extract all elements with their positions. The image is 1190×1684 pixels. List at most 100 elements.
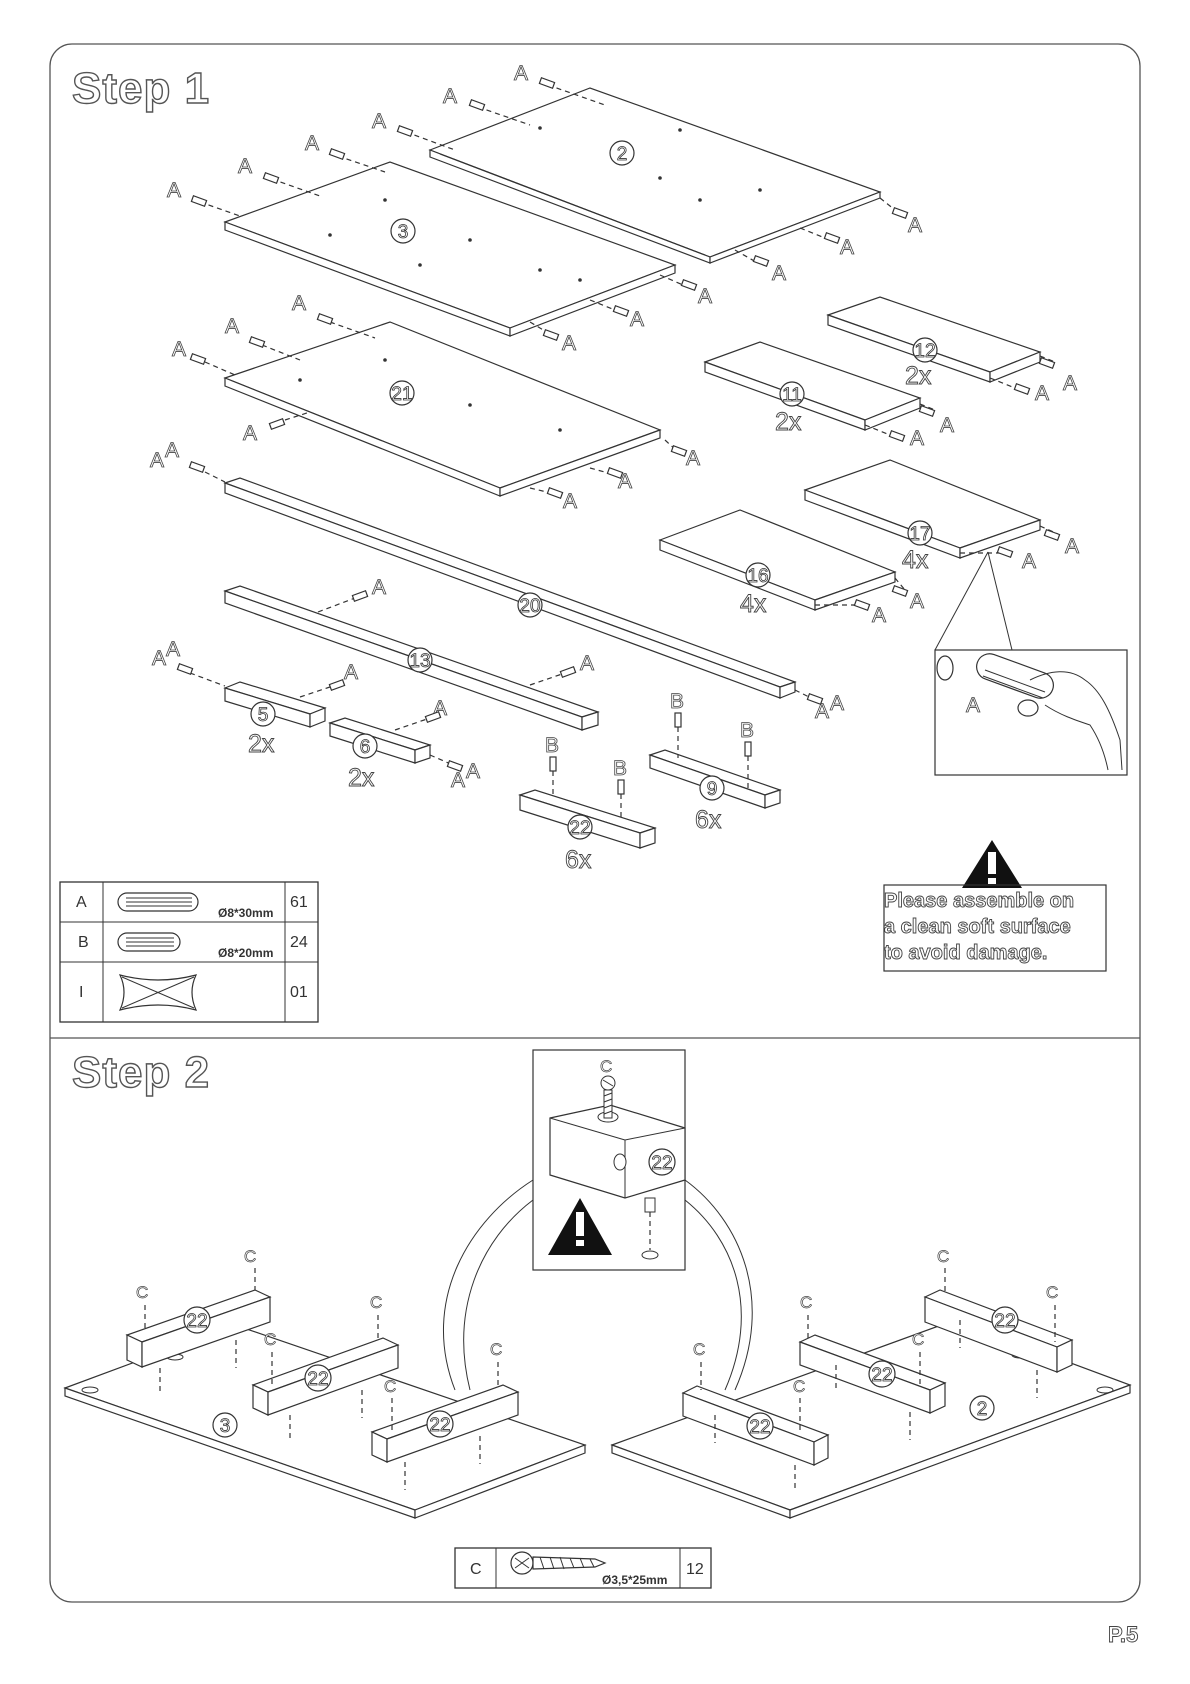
svg-text:A: A [1022, 550, 1036, 573]
svg-text:A: A [443, 85, 457, 108]
svg-text:A: A [166, 638, 180, 661]
page-frame [49, 43, 1141, 1603]
board-right: 2 [610, 1319, 1132, 1519]
part-number: 13 [409, 651, 430, 672]
svg-text:A: A [772, 262, 786, 285]
svg-text:C: C [1046, 1283, 1058, 1302]
warning-line: Please assemble on [884, 890, 1075, 913]
dowels [176, 77, 1061, 772]
part-number: 2 [617, 144, 628, 165]
svg-text:C: C [912, 1330, 924, 1349]
svg-text:A: A [563, 490, 577, 513]
step2-title: Step 2 [71, 1047, 211, 1097]
svg-text:C: C [264, 1330, 276, 1349]
part-qty: 6x [695, 806, 722, 834]
part-number: 9 [707, 779, 718, 800]
svg-text:C: C [937, 1247, 949, 1266]
svg-text:C: C [800, 1293, 812, 1312]
svg-text:A: A [292, 292, 306, 315]
block-5: 5 2x [223, 681, 327, 758]
part-qty: 2x [775, 408, 802, 436]
piece-16: 16 4x [658, 509, 897, 618]
svg-text:A: A [1035, 382, 1049, 405]
part-number: 22 [569, 818, 590, 839]
svg-text:61: 61 [290, 894, 308, 911]
svg-text:A: A [580, 652, 594, 675]
part-qty: 4x [740, 590, 767, 618]
part-qty: 2x [248, 730, 275, 758]
svg-text:A: A [466, 760, 480, 783]
rail-13: 13 [223, 585, 600, 731]
svg-text:22: 22 [871, 1365, 892, 1386]
svg-text:A: A [562, 332, 576, 355]
warning-line: to avoid damage. [884, 942, 1048, 965]
part-number: 3 [398, 222, 409, 243]
part-qty: 6x [565, 846, 592, 874]
svg-text:A: A [243, 422, 257, 445]
part-qty: 2x [348, 764, 375, 792]
svg-text:A: A [451, 769, 465, 792]
svg-text:A: A [1063, 372, 1077, 395]
warning-note: Please assemble on a clean soft surface … [884, 888, 1084, 966]
svg-text:A: A [344, 661, 358, 684]
svg-text:22: 22 [186, 1311, 207, 1332]
page-number: P.5 [1108, 1622, 1139, 1648]
svg-text:A: A [225, 315, 239, 338]
svg-text:A: A [238, 155, 252, 178]
svg-text:C: C [600, 1057, 612, 1076]
svg-text:A: A [830, 692, 844, 715]
svg-text:A: A [966, 694, 980, 717]
pin-labels-b: B B B B [545, 690, 754, 818]
svg-text:B: B [545, 734, 559, 757]
svg-text:A: A [910, 427, 924, 450]
hardware-table-step2: C 12 Ø3,5*25mm [454, 1547, 712, 1589]
svg-text:C: C [244, 1247, 256, 1266]
piece-12: 12 2x [826, 296, 1042, 390]
svg-text:A: A [815, 700, 829, 723]
svg-text:A: A [167, 179, 181, 202]
part-qty: 4x [902, 546, 929, 574]
part-number: 20 [519, 596, 540, 617]
svg-text:C: C [384, 1377, 396, 1396]
warning-line: a clean soft surface [884, 916, 1072, 939]
svg-text:A: A [698, 285, 712, 308]
part-number: 6 [360, 737, 371, 758]
svg-text:I: I [79, 984, 83, 1001]
part-qty: 2x [905, 362, 932, 390]
svg-text:22: 22 [651, 1153, 672, 1174]
step1-title: Step 1 [71, 63, 211, 113]
detail-inset: A [934, 551, 1128, 776]
svg-text:Ø8*20mm: Ø8*20mm [218, 946, 273, 960]
screw-labels-c: C C C C C C C C C C C C [136, 1247, 1059, 1397]
svg-text:A: A [305, 132, 319, 155]
block-9: 9 6x [648, 749, 782, 834]
svg-text:2: 2 [977, 1399, 988, 1420]
svg-text:Ø8*30mm: Ø8*30mm [218, 906, 273, 920]
part-number: 17 [909, 524, 930, 545]
svg-text:A: A [152, 647, 166, 670]
piece-11: 11 2x [703, 341, 922, 436]
block-6: 6 2x [328, 717, 432, 792]
svg-text:A: A [910, 590, 924, 613]
svg-text:B: B [78, 934, 89, 951]
piece-17: 17 4x [803, 459, 1042, 574]
warning-box [883, 884, 1107, 972]
svg-text:12: 12 [686, 1561, 704, 1578]
svg-text:A: A [872, 604, 886, 627]
svg-text:C: C [693, 1340, 705, 1359]
svg-text:A: A [908, 214, 922, 237]
svg-text:22: 22 [749, 1417, 770, 1438]
svg-text:B: B [670, 690, 684, 713]
part-number: 16 [747, 566, 768, 587]
part-number: 12 [914, 341, 935, 362]
warning-icon [962, 840, 1022, 888]
part-number: 11 [782, 385, 802, 406]
part-number: 21 [391, 384, 412, 405]
svg-text:B: B [740, 719, 754, 742]
svg-text:24: 24 [290, 934, 308, 951]
svg-text:C: C [136, 1283, 148, 1302]
svg-text:C: C [370, 1293, 382, 1312]
panel-21: 21 [223, 321, 662, 497]
block-22: 22 6x [518, 789, 657, 874]
